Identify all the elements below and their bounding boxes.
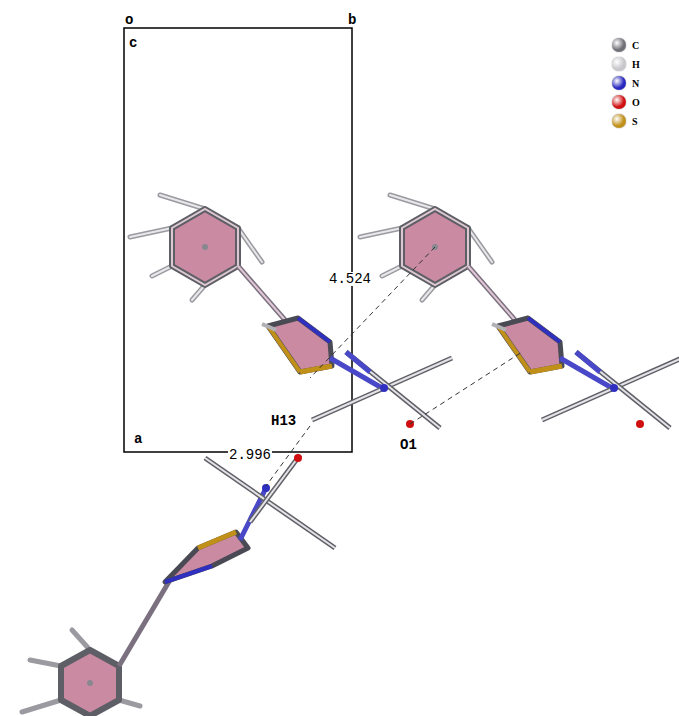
atom-label: O1 [399,438,418,452]
distance-label: 4.524 [328,272,372,286]
axis-origin: o [125,13,133,27]
distance-label: 2.996 [228,448,272,462]
atom-swatch [612,114,626,128]
atom-swatch [612,38,626,52]
atom-swatch [612,95,626,109]
atom-label: H13 [270,414,297,428]
legend-entry: O [612,93,640,111]
legend-entry: C [612,36,639,54]
legend-text: C [632,40,639,51]
legend-text: H [632,59,640,70]
legend-entry: S [612,112,638,130]
axis-label: b [348,13,356,27]
legend-entry: H [612,55,640,73]
legend-text: N [632,78,639,89]
legend-text: S [632,116,638,127]
legend-text: O [632,97,640,108]
legend-entry: N [612,74,639,92]
atom-swatch [612,57,626,71]
molecule [22,454,335,716]
axis-label: c [129,36,137,50]
axis-label: a [134,432,142,446]
atom-swatch [612,76,626,90]
